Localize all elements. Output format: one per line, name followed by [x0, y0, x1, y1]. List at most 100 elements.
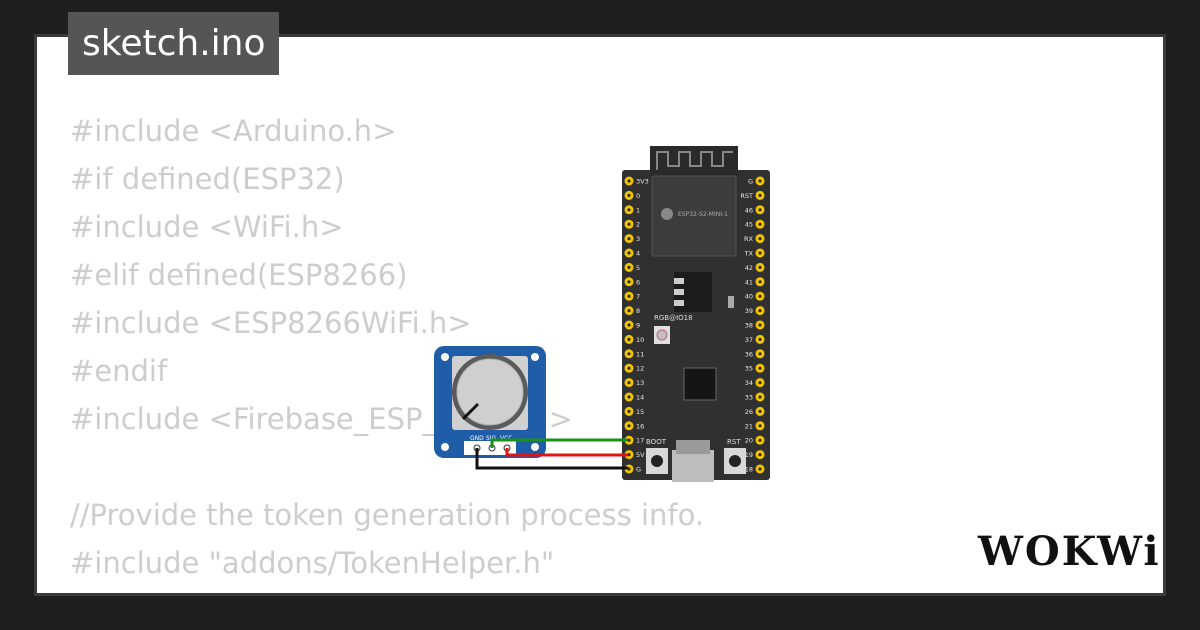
right-pin-label: 35 — [745, 365, 753, 373]
left-pin-label: 10 — [636, 336, 644, 344]
left-pin-label: 1 — [636, 206, 640, 214]
pot-mount-hole-3 — [441, 443, 449, 451]
right-pin-label: 37 — [745, 336, 753, 344]
antenna-area — [650, 146, 738, 176]
left-pin-hole — [627, 323, 631, 327]
code-line: #include <Arduino.h> — [70, 114, 397, 148]
left-pin-label: 16 — [636, 422, 644, 430]
code-line: #endif — [70, 354, 168, 388]
left-pin-hole — [627, 438, 631, 442]
right-pin-hole — [758, 467, 762, 471]
left-pin-hole — [627, 381, 631, 385]
code-editor: #include <Arduino.h>#if defined(ESP32)#i… — [70, 107, 1055, 593]
pot-mount-hole-2 — [531, 353, 539, 361]
esp32-s2-board[interactable]: ESP32-S2-MINI-1 RGB@IO18 BOOT RST 3V3012… — [622, 146, 770, 482]
right-pin-hole — [758, 381, 762, 385]
left-pin-hole — [627, 366, 631, 370]
potentiometer[interactable]: GND SIG VCC — [434, 346, 546, 458]
left-pin-hole — [627, 424, 631, 428]
right-pin-label: 45 — [745, 221, 753, 229]
left-pin-hole — [627, 294, 631, 298]
reset-button-cap[interactable] — [729, 455, 741, 467]
left-pin-hole — [627, 352, 631, 356]
right-pin-label: 39 — [745, 307, 753, 315]
right-pin-label: 38 — [745, 322, 753, 330]
right-pin-label: 20 — [745, 437, 753, 445]
left-pin-label: 2 — [636, 221, 640, 229]
left-pin-hole — [627, 251, 631, 255]
right-pin-label: 46 — [745, 206, 753, 214]
left-pin-label: 8 — [636, 307, 640, 315]
esp-module — [651, 175, 737, 257]
rst-label: RST — [727, 438, 741, 446]
right-pin-label: TX — [744, 250, 754, 258]
left-pin-label: 11 — [636, 350, 644, 358]
left-pin-hole — [627, 453, 631, 457]
right-pin-label: 33 — [745, 394, 753, 402]
file-tab[interactable]: sketch.ino — [68, 12, 280, 75]
right-pin-hole — [758, 179, 762, 183]
left-pin-label: G — [636, 466, 641, 474]
boot-label: BOOT — [646, 438, 667, 446]
right-pin-label: 36 — [745, 350, 753, 358]
left-pin-label: 6 — [636, 278, 640, 286]
right-pin-hole — [758, 409, 762, 413]
left-pin-label: 3V3 — [636, 178, 649, 186]
left-pin-hole — [627, 337, 631, 341]
right-pin-label: RST — [740, 192, 753, 200]
code-line: //Provide the token generation process i… — [70, 498, 705, 532]
code-line: #include <WiFi.h> — [70, 210, 344, 244]
left-pin-label: 15 — [636, 408, 644, 416]
antenna-trace — [656, 151, 733, 170]
right-pin-hole — [758, 251, 762, 255]
right-pin-hole — [758, 366, 762, 370]
wire-gnd-to-g[interactable] — [475, 448, 628, 470]
left-pin-hole — [627, 193, 631, 197]
pot-pin-label-gnd: GND — [470, 435, 484, 442]
right-pin-label: 19 — [745, 451, 753, 459]
rgb-led-lens — [656, 329, 668, 341]
left-pin-hole — [627, 179, 631, 183]
left-pin-hole — [627, 280, 631, 284]
left-pin-label: 9 — [636, 322, 640, 330]
left-pin-hole — [627, 222, 631, 226]
wire-sig-to-pin17[interactable] — [490, 438, 628, 448]
left-pin-label: 17 — [636, 437, 644, 445]
right-pin-label: 21 — [745, 422, 753, 430]
right-pin-hole — [758, 323, 762, 327]
right-pin-label: 42 — [745, 264, 753, 272]
chip — [683, 367, 717, 401]
pot-mount-hole-4 — [531, 443, 539, 451]
left-pin-label: 5V — [636, 451, 645, 459]
right-pin-label: 34 — [745, 379, 753, 387]
pot-mount-hole-1 — [441, 353, 449, 361]
wire-vcc-to-5v[interactable] — [505, 448, 628, 457]
right-pin-hole — [758, 265, 762, 269]
left-pin-hole — [627, 237, 631, 241]
pot-knob-indicator — [461, 402, 480, 421]
usb-port-inner — [676, 440, 710, 454]
code-line: #elif defined(ESP8266) — [70, 258, 408, 292]
left-pin-hole — [627, 467, 631, 471]
left-pin-label: 3 — [636, 235, 640, 243]
preview-card: #include <Arduino.h>#if defined(ESP32)#i… — [34, 34, 1166, 596]
regulator-pin-2 — [674, 289, 684, 295]
code-line: #include "addons/TokenHelper.h" — [70, 546, 555, 580]
left-pin-hole — [627, 309, 631, 313]
right-pin-label: G — [748, 178, 753, 186]
module-label: ESP32-S2-MINI-1 — [678, 211, 728, 218]
right-pin-hole — [758, 208, 762, 212]
right-pin-hole — [758, 237, 762, 241]
left-pin-hole — [627, 409, 631, 413]
right-pin-hole — [758, 280, 762, 284]
boot-button-cap[interactable] — [651, 455, 663, 467]
usb-port — [672, 450, 714, 482]
right-pin-hole — [758, 395, 762, 399]
right-pin-hole — [758, 424, 762, 428]
regulator-pin-3 — [674, 300, 684, 306]
espressif-logo-icon — [661, 208, 673, 220]
right-pin-hole — [758, 438, 762, 442]
right-pin-header: GRST4645RXTX4241403938373635343326212019… — [740, 176, 765, 474]
left-pin-hole — [627, 395, 631, 399]
left-pin-label: 4 — [636, 250, 640, 258]
